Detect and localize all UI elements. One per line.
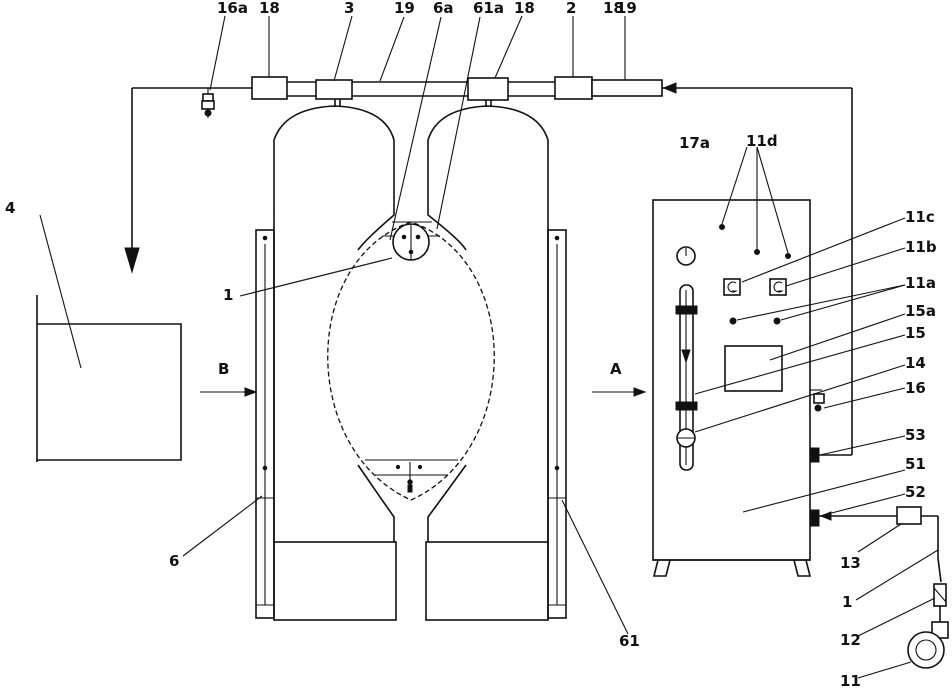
label-18-middle: 18 [514,0,535,17]
pump-11-icon [907,631,945,669]
label-3: 3 [344,0,354,17]
pipe-19-right [591,79,663,97]
switch-11c-icon [723,278,741,296]
indicator-11a-1 [729,317,737,325]
label-19-right: 19 [616,0,637,17]
frame-6 [255,229,275,619]
frame-61 [547,229,567,619]
label-11b: 11b [905,238,937,256]
display-15a [724,345,783,392]
label-18-right: 18 [603,0,624,17]
label-17a: 17a [679,134,710,152]
label-13: 13 [840,554,861,572]
label-61a: 61a [473,0,504,17]
label-51: 51 [905,455,926,473]
control-cabinet [652,199,825,577]
label-11c: 11c [905,208,935,226]
label-18-left: 18 [259,0,280,17]
switch-11b-icon [769,278,787,296]
down-arrow-icon [124,247,140,274]
label-1-left: 1 [223,286,233,304]
label-15a: 15a [905,302,936,320]
top-pipeline [124,81,853,456]
coupling-18-left [251,76,288,100]
label-6: 6 [169,552,179,570]
label-2: 2 [566,0,576,17]
tank-3-base [273,541,397,621]
port-53 [809,447,820,463]
tank-2 [425,100,549,621]
leader-lines [39,15,939,679]
label-4: 4 [5,199,15,217]
label-16a: 16a [217,0,248,17]
label-61: 61 [619,632,640,650]
label-11a: 11a [905,274,936,292]
label-16: 16 [905,379,926,397]
label-b: B [218,360,229,378]
left-arrow-icon [662,82,677,94]
inlet-line [819,506,949,669]
coupling-18-middle [467,77,509,101]
label-1-right: 1 [842,593,852,611]
valve-16a [201,88,215,118]
reference-labels: 16a 18 3 19 6a 61a 18 2 18 19 17a 11d 11… [5,0,937,689]
label-52: 52 [905,483,926,501]
coupling-junction-3 [315,79,353,100]
coupling-18-right [554,76,593,100]
tank-2-base [425,541,549,621]
label-53: 53 [905,426,926,444]
label-11: 11 [840,672,861,689]
port-52 [809,509,820,527]
label-a: A [610,360,622,378]
label-6a: 6a [433,0,454,17]
label-15: 15 [905,324,926,342]
tank-3 [273,99,397,621]
label-12: 12 [840,631,861,649]
membrane-lens [327,221,495,501]
filter-13 [896,506,922,525]
unit-4 [36,295,182,462]
label-11d: 11d [746,132,778,150]
label-14: 14 [905,354,926,372]
arrow-a [592,387,647,397]
arrow-b [200,387,258,397]
label-19-left: 19 [394,0,415,17]
indicator-11a-2 [773,317,781,325]
